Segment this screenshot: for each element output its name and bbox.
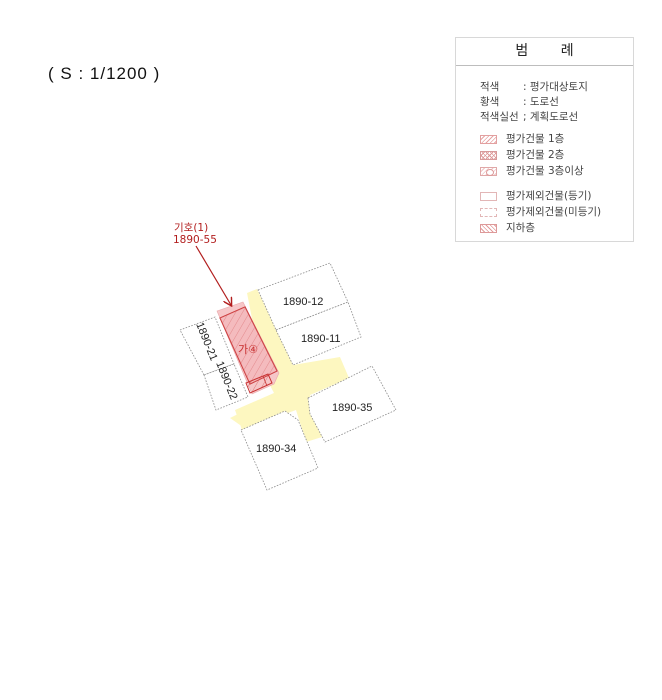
lot-label: 1890-35: [332, 402, 372, 414]
legend-definition: 황색: 도로선: [480, 95, 588, 110]
definition-value: 계획도로선: [529, 111, 579, 123]
legend-definitions: 적색: 평가대상토지 황색: 도로선 적색실선; 계획도로선: [480, 80, 588, 125]
lot-1890-12: 1890-12: [257, 262, 349, 331]
legend-items: 평가건물 1층 평가건물 2층 평가건물 3층이상 평가제외건물(등기) 평가제…: [480, 131, 601, 236]
circle-3-floor-swatch-icon: [480, 166, 497, 176]
legend-item: 평가건물 1층: [480, 131, 601, 147]
legend-item-label: 평가건물 1층: [506, 133, 565, 145]
legend-title: 범 례: [456, 38, 633, 66]
definition-value: 도로선: [529, 96, 559, 108]
legend-item-label: 평가제외건물(미등기): [506, 206, 602, 218]
lot-1890-11: 1890-11: [275, 301, 362, 366]
legend-item-label: 평가건물 3층이상: [506, 165, 584, 177]
lot-1890-34: 1890-34: [240, 410, 319, 491]
lot-label: 1890-34: [256, 443, 296, 455]
lot-1890-22: 1890-22: [203, 360, 249, 411]
definition-sep: :: [523, 81, 527, 93]
callout-line-1: 기호(1): [174, 222, 208, 234]
legend-definition: 적색: 평가대상토지: [480, 80, 588, 95]
crosshatch-2-floor-swatch-icon: [480, 150, 497, 160]
legend-panel: 범 례 적색: 평가대상토지 황색: 도로선 적색실선; 계획도로선 평가건물 …: [455, 37, 634, 242]
solid-outline-swatch-icon: [480, 191, 497, 201]
legend-item: 지하층: [480, 220, 601, 236]
lot-label: 1890-11: [301, 333, 341, 345]
lot-1890-21: 1890-21: [179, 316, 235, 376]
basement-swatch-icon: [480, 223, 497, 233]
callout-line-2: 1890-55: [173, 234, 217, 246]
subject-callout: 기호(1) 1890-55: [173, 222, 231, 305]
definition-key: 적색실선: [480, 111, 519, 123]
legend-item: 평가건물 3층이상: [480, 163, 601, 179]
map-scale: ( S : 1/1200 ): [48, 64, 161, 83]
definition-sep: :: [523, 96, 527, 108]
callout-arrow-icon: [195, 245, 231, 305]
legend-item-label: 평가제외건물(등기): [506, 190, 592, 202]
legend-item-label: 평가건물 2층: [506, 149, 565, 161]
legend-item: 평가제외건물(미등기): [480, 204, 601, 220]
definition-key: 적색: [480, 81, 500, 93]
dashed-outline-swatch-icon: [480, 207, 497, 217]
definition-sep: ;: [523, 111, 527, 123]
legend-item: 평가건물 2층: [480, 147, 601, 163]
subject-building-label: 가④: [238, 343, 258, 356]
legend-item-label: 지하층: [506, 222, 535, 234]
lot-1890-35: 1890-35: [307, 365, 397, 443]
hatch-1-floor-swatch-icon: [480, 134, 497, 144]
legend-item: 평가제외건물(등기): [480, 188, 601, 204]
legend-definition: 적색실선; 계획도로선: [480, 110, 588, 125]
lot-label: 1890-12: [283, 296, 323, 308]
road-area: [230, 289, 349, 442]
definition-value: 평가대상토지: [529, 81, 588, 93]
subject-parcel-1890-55: 가④: [216, 301, 280, 395]
definition-key: 황색: [480, 96, 500, 108]
